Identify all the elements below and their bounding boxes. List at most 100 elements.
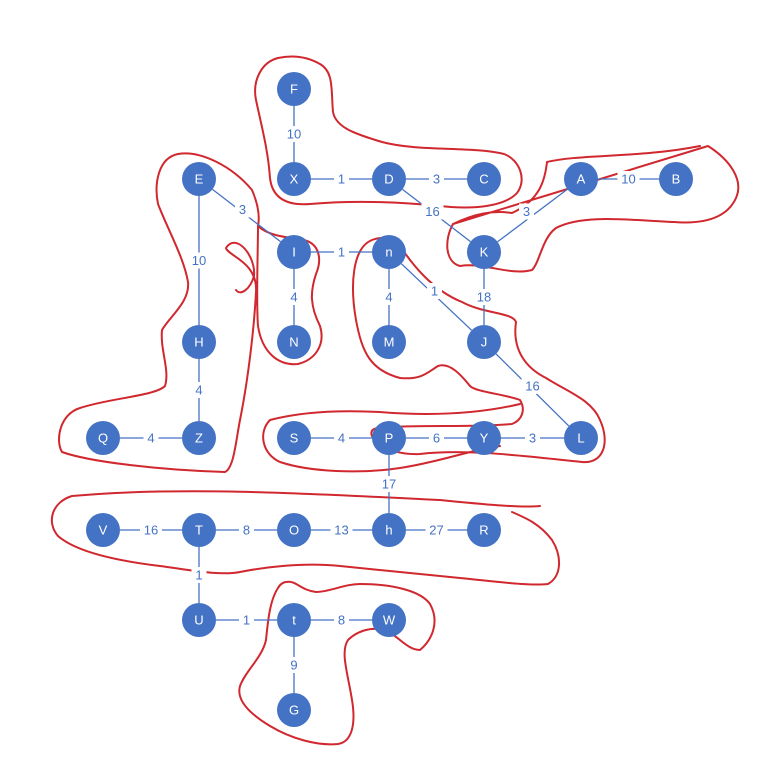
node-label: H xyxy=(194,335,203,350)
node-circle xyxy=(467,513,501,547)
edge-weight-V-T: 16 xyxy=(144,523,158,538)
node-label: W xyxy=(383,613,396,628)
node-label: G xyxy=(289,703,299,718)
edge-weight-E-I: 3 xyxy=(239,202,246,217)
edge-weight-Y-L: 3 xyxy=(529,431,536,446)
edge-weight-X-D: 1 xyxy=(338,172,345,187)
edge-weight-n-M: 4 xyxy=(385,290,392,305)
node-circle xyxy=(277,513,311,547)
edge-weight-S-P: 4 xyxy=(338,431,345,446)
node-U: U xyxy=(182,603,216,637)
node-label: Q xyxy=(98,431,108,446)
edge-label-bg xyxy=(429,171,444,187)
node-label: L xyxy=(577,431,584,446)
edge-label-bg xyxy=(473,289,495,305)
node-label: I xyxy=(292,245,296,260)
node-N: N xyxy=(277,325,311,359)
edge-label-bg xyxy=(283,126,305,142)
node-label: M xyxy=(384,335,395,350)
node-circle xyxy=(564,421,598,455)
node-X: X xyxy=(277,162,311,196)
node-A: A xyxy=(564,162,598,196)
node-circle xyxy=(277,162,311,196)
edge-weight-H-Z: 4 xyxy=(195,383,202,398)
node-label: P xyxy=(385,431,394,446)
node-label: V xyxy=(99,523,108,538)
edge-label-bg xyxy=(330,522,353,538)
cluster-outline-spyl xyxy=(262,403,521,473)
node-T: T xyxy=(182,513,216,547)
edge-weight-T-U: 1 xyxy=(195,568,202,583)
node-circle xyxy=(182,325,216,359)
node-label: F xyxy=(290,82,298,97)
edge-weight-n-J: 1 xyxy=(431,284,438,299)
edge-weight-D-K: 16 xyxy=(425,204,439,219)
node-label: C xyxy=(479,172,488,187)
node-label: A xyxy=(577,172,586,187)
edge-label-bg xyxy=(235,201,250,218)
edge-label-bg xyxy=(334,244,349,260)
node-label: t xyxy=(292,613,296,628)
edge-label-bg xyxy=(239,522,254,538)
node-circle xyxy=(467,325,501,359)
node-circle xyxy=(564,162,598,196)
node-circle xyxy=(372,235,406,269)
edge-label-bg xyxy=(239,612,254,628)
node-circle xyxy=(277,325,311,359)
node-Q: Q xyxy=(86,421,120,455)
edge-weight-F-X: 10 xyxy=(287,127,301,142)
edge-label-bg xyxy=(617,171,640,187)
node-label: E xyxy=(195,172,204,187)
node-K: K xyxy=(467,235,501,269)
edge-label-bg xyxy=(191,382,207,398)
node-circle xyxy=(277,603,311,637)
cluster-outline-twg xyxy=(238,580,436,746)
node-circle xyxy=(372,421,406,455)
node-circle xyxy=(86,421,120,455)
node-H: H xyxy=(182,325,216,359)
node-label: Z xyxy=(195,431,203,446)
edge-label-bg xyxy=(140,522,162,538)
node-label: Y xyxy=(480,431,489,446)
edge-weight-t-W: 8 xyxy=(338,613,345,628)
node-circle xyxy=(372,603,406,637)
node-S: S xyxy=(277,421,311,455)
edge-label-bg xyxy=(191,567,207,583)
edge-label-bg xyxy=(334,612,349,628)
node-circle xyxy=(372,325,406,359)
edge-weight-D-C: 3 xyxy=(433,172,440,187)
edge-weight-P-h: 17 xyxy=(382,477,396,492)
edge-weight-A-K: 3 xyxy=(523,204,530,219)
node-label: J xyxy=(481,335,488,350)
edge-label-bg xyxy=(334,430,349,446)
edge-label-bg xyxy=(421,203,444,220)
node-R: R xyxy=(467,513,501,547)
node-circle xyxy=(659,162,693,196)
node-label: U xyxy=(194,613,203,628)
node-circle xyxy=(277,693,311,727)
node-circle xyxy=(86,513,120,547)
node-circle xyxy=(277,72,311,106)
node-P: P xyxy=(372,421,406,455)
edge-label-bg xyxy=(381,289,397,305)
edge-label-bg xyxy=(521,378,544,394)
edge-weight-t-G: 9 xyxy=(290,658,297,673)
node-F: F xyxy=(277,72,311,106)
node-G: G xyxy=(277,693,311,727)
node-label: B xyxy=(672,172,681,187)
node-label: h xyxy=(385,523,392,538)
edge-weight-U-t: 1 xyxy=(243,613,250,628)
edge-label-bg xyxy=(286,657,302,673)
edge-label-bg xyxy=(519,203,534,220)
edge-weight-K-J: 18 xyxy=(477,290,491,305)
node-circle xyxy=(182,603,216,637)
node-Y: Y xyxy=(467,421,501,455)
edge-weight-Q-Z: 4 xyxy=(147,431,154,446)
edge-label-bg xyxy=(429,430,444,446)
node-M: M xyxy=(372,325,406,359)
node-circle xyxy=(467,162,501,196)
node-V: V xyxy=(86,513,120,547)
node-circle xyxy=(182,421,216,455)
